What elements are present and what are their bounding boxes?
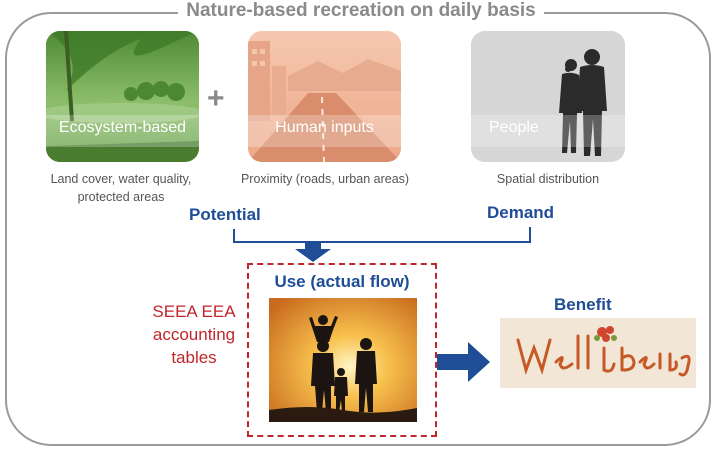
- people-tile: People: [471, 31, 625, 162]
- ecosystem-tile: Ecosystem-based: [46, 31, 199, 162]
- benefit-label: Benefit: [554, 295, 612, 314]
- plus-sign: +: [207, 82, 225, 115]
- tile-label-people: People: [489, 119, 539, 136]
- use-dashed-box: [247, 263, 437, 437]
- people-silhouette-image: [471, 31, 625, 162]
- diagram-title: Nature-based recreation on daily basis: [0, 0, 722, 22]
- wellbeing-logo: [500, 318, 696, 388]
- tile-label-human-inputs: Human inputs: [275, 119, 374, 136]
- demand-label: Demand: [487, 203, 555, 222]
- seea-eea-label: SEEA EEA accounting tables: [152, 302, 236, 367]
- use-title: Use (actual flow): [274, 272, 410, 291]
- bracket-line: [233, 227, 531, 243]
- human-inputs-tile: Human inputs: [248, 31, 401, 162]
- tile-label-ecosystem: Ecosystem-based: [58, 119, 187, 136]
- forest-lake-image: [46, 31, 199, 162]
- caption-human-inputs: Proximity (roads, urban areas): [240, 172, 410, 186]
- family-sunset-photo: [269, 298, 417, 422]
- right-arrow: [437, 342, 490, 382]
- potential-label: Potential: [189, 205, 261, 224]
- down-arrow: [295, 243, 331, 262]
- road-city-image: [248, 31, 401, 162]
- caption-people: Spatial distribution: [496, 172, 600, 186]
- caption-ecosystem: Land cover, water quality, protected are…: [50, 172, 192, 204]
